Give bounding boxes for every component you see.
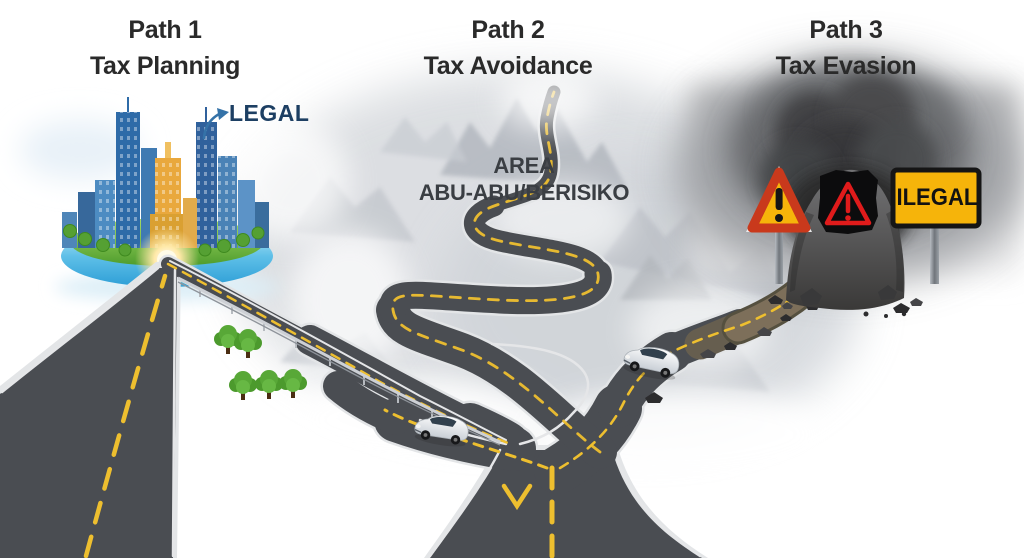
mist-fade [500, 70, 596, 130]
tunnel-warning-icon [824, 181, 872, 226]
warning-triangle-sign [746, 166, 812, 284]
gray-area-label-line2: ABU-ABU/BERISIKO [418, 180, 630, 205]
gray-area-label: AREA ABU-ABU/BERISIKO [398, 152, 650, 206]
path3-header: Path 3 Tax Evasion [726, 12, 966, 84]
path1-title: Path 1 [128, 16, 202, 44]
path1-header: Path 1 Tax Planning [55, 12, 275, 84]
path2-header: Path 2 Tax Avoidance [388, 12, 628, 84]
legal-label: LEGAL [229, 100, 310, 126]
sign-pole [775, 230, 783, 284]
path1-road [0, 268, 177, 558]
tunnel [786, 169, 905, 310]
ilegal-sign [890, 167, 982, 284]
sign-pole [930, 226, 939, 284]
path1-subtitle: Tax Planning [89, 52, 241, 80]
island-trees [63, 224, 265, 257]
path2-title: Path 2 [471, 16, 545, 44]
path2-subtitle: Tax Avoidance [423, 52, 593, 80]
path3-title: Path 3 [809, 16, 883, 44]
main-fork-road [430, 450, 702, 558]
gray-area-label-line1: AREA [493, 153, 555, 178]
legal-arrow-icon [202, 108, 229, 140]
ilegal-sign-label: ILEGAL [896, 184, 978, 211]
path3-subtitle: Tax Evasion [775, 52, 917, 80]
